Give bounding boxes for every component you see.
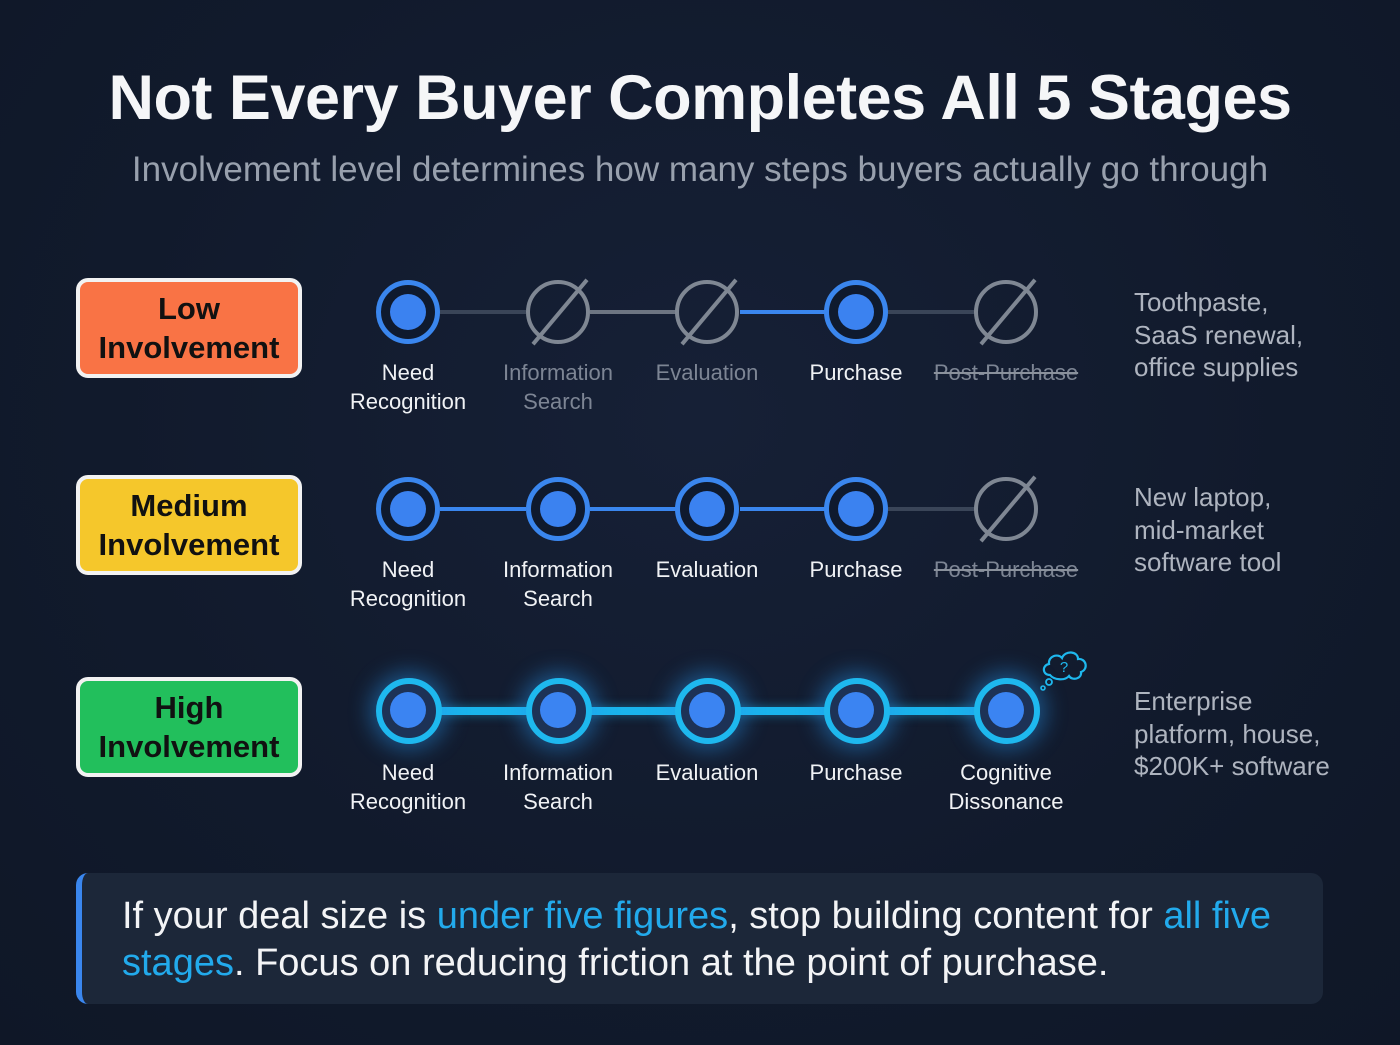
page-subtitle: Involvement level determines how many st… — [131, 150, 1269, 189]
stage-skipped-icon — [526, 278, 590, 346]
takeaway-callout: If your deal size is under five figures,… — [76, 873, 1323, 1004]
stage-label: Recognition — [349, 586, 467, 611]
stage-label: Need — [381, 760, 435, 785]
stage-label: Recognition — [349, 789, 467, 814]
stage-active-icon — [824, 477, 888, 541]
stage-active-icon — [824, 678, 890, 744]
connector — [590, 310, 676, 314]
callout-text: . Focus on reducing friction at the poin… — [233, 942, 1109, 984]
stage-active-icon — [824, 280, 888, 344]
callout-text: , stop building content for — [728, 895, 1164, 937]
stage-label: Information — [502, 760, 614, 785]
stage-skipped-icon — [675, 278, 739, 346]
connector — [888, 507, 976, 511]
stage-active-icon — [675, 477, 739, 541]
examples-medium: New laptop, mid-market software tool — [1134, 482, 1282, 577]
svg-text:?: ? — [1060, 659, 1068, 676]
callout-highlight: under five figures — [436, 895, 729, 937]
page-title: Not Every Buyer Completes All 5 Stages — [108, 63, 1292, 133]
stage-label: Purchase — [809, 557, 903, 582]
connector — [588, 707, 678, 715]
stage-label: Information — [502, 557, 614, 582]
stage-label: Evaluation — [655, 557, 759, 582]
stage-active-icon — [974, 678, 1040, 744]
level-label-line1: Low — [157, 291, 220, 326]
connector — [740, 507, 826, 511]
stage-label: Information — [502, 360, 614, 385]
connector — [737, 707, 827, 715]
level-label-line2: Involvement — [98, 330, 280, 365]
stage-label: Search — [523, 789, 593, 814]
examples-high: Enterprise platform, house, $200K+ softw… — [1134, 686, 1330, 781]
stage-label: Recognition — [349, 389, 467, 414]
stage-label: Purchase — [809, 360, 903, 385]
stage-label: Post-Purchase — [933, 557, 1079, 582]
stage-active-icon — [376, 477, 440, 541]
connector — [740, 310, 826, 314]
stage-label: Need — [381, 360, 435, 385]
level-label-line2: Involvement — [98, 527, 280, 562]
stage-label: Need — [381, 557, 435, 582]
connector — [886, 707, 978, 715]
stage-active-icon — [675, 678, 741, 744]
stage-skipped-icon — [974, 278, 1038, 346]
stage-label: Purchase — [809, 760, 903, 785]
stage-label: Search — [523, 389, 593, 414]
stage-label: Evaluation — [655, 360, 759, 385]
stage-skipped-icon — [974, 475, 1038, 543]
level-label-line1: Medium — [130, 488, 248, 523]
callout-text: If your deal size is — [122, 895, 437, 937]
connector — [440, 310, 526, 314]
level-label-line1: High — [154, 690, 224, 725]
stage-active-icon — [526, 678, 592, 744]
stage-label: Post-Purchase — [933, 360, 1079, 385]
stage-label: Evaluation — [655, 760, 759, 785]
stage-active-icon — [526, 477, 590, 541]
connector — [888, 310, 976, 314]
connector — [440, 507, 526, 511]
stage-active-icon — [376, 280, 440, 344]
connector — [590, 507, 676, 511]
stage-label: Cognitive — [960, 760, 1052, 785]
thought-bubble-question-icon: ? — [1036, 645, 1092, 700]
callout-highlight: all five stages — [122, 895, 1272, 984]
connector — [438, 707, 528, 715]
stage-label: Search — [523, 586, 593, 611]
examples-low: Toothpaste, SaaS renewal, office supplie… — [1134, 287, 1304, 382]
stage-active-icon — [376, 678, 442, 744]
level-label-line2: Involvement — [98, 729, 280, 764]
stage-label: Dissonance — [948, 789, 1064, 814]
